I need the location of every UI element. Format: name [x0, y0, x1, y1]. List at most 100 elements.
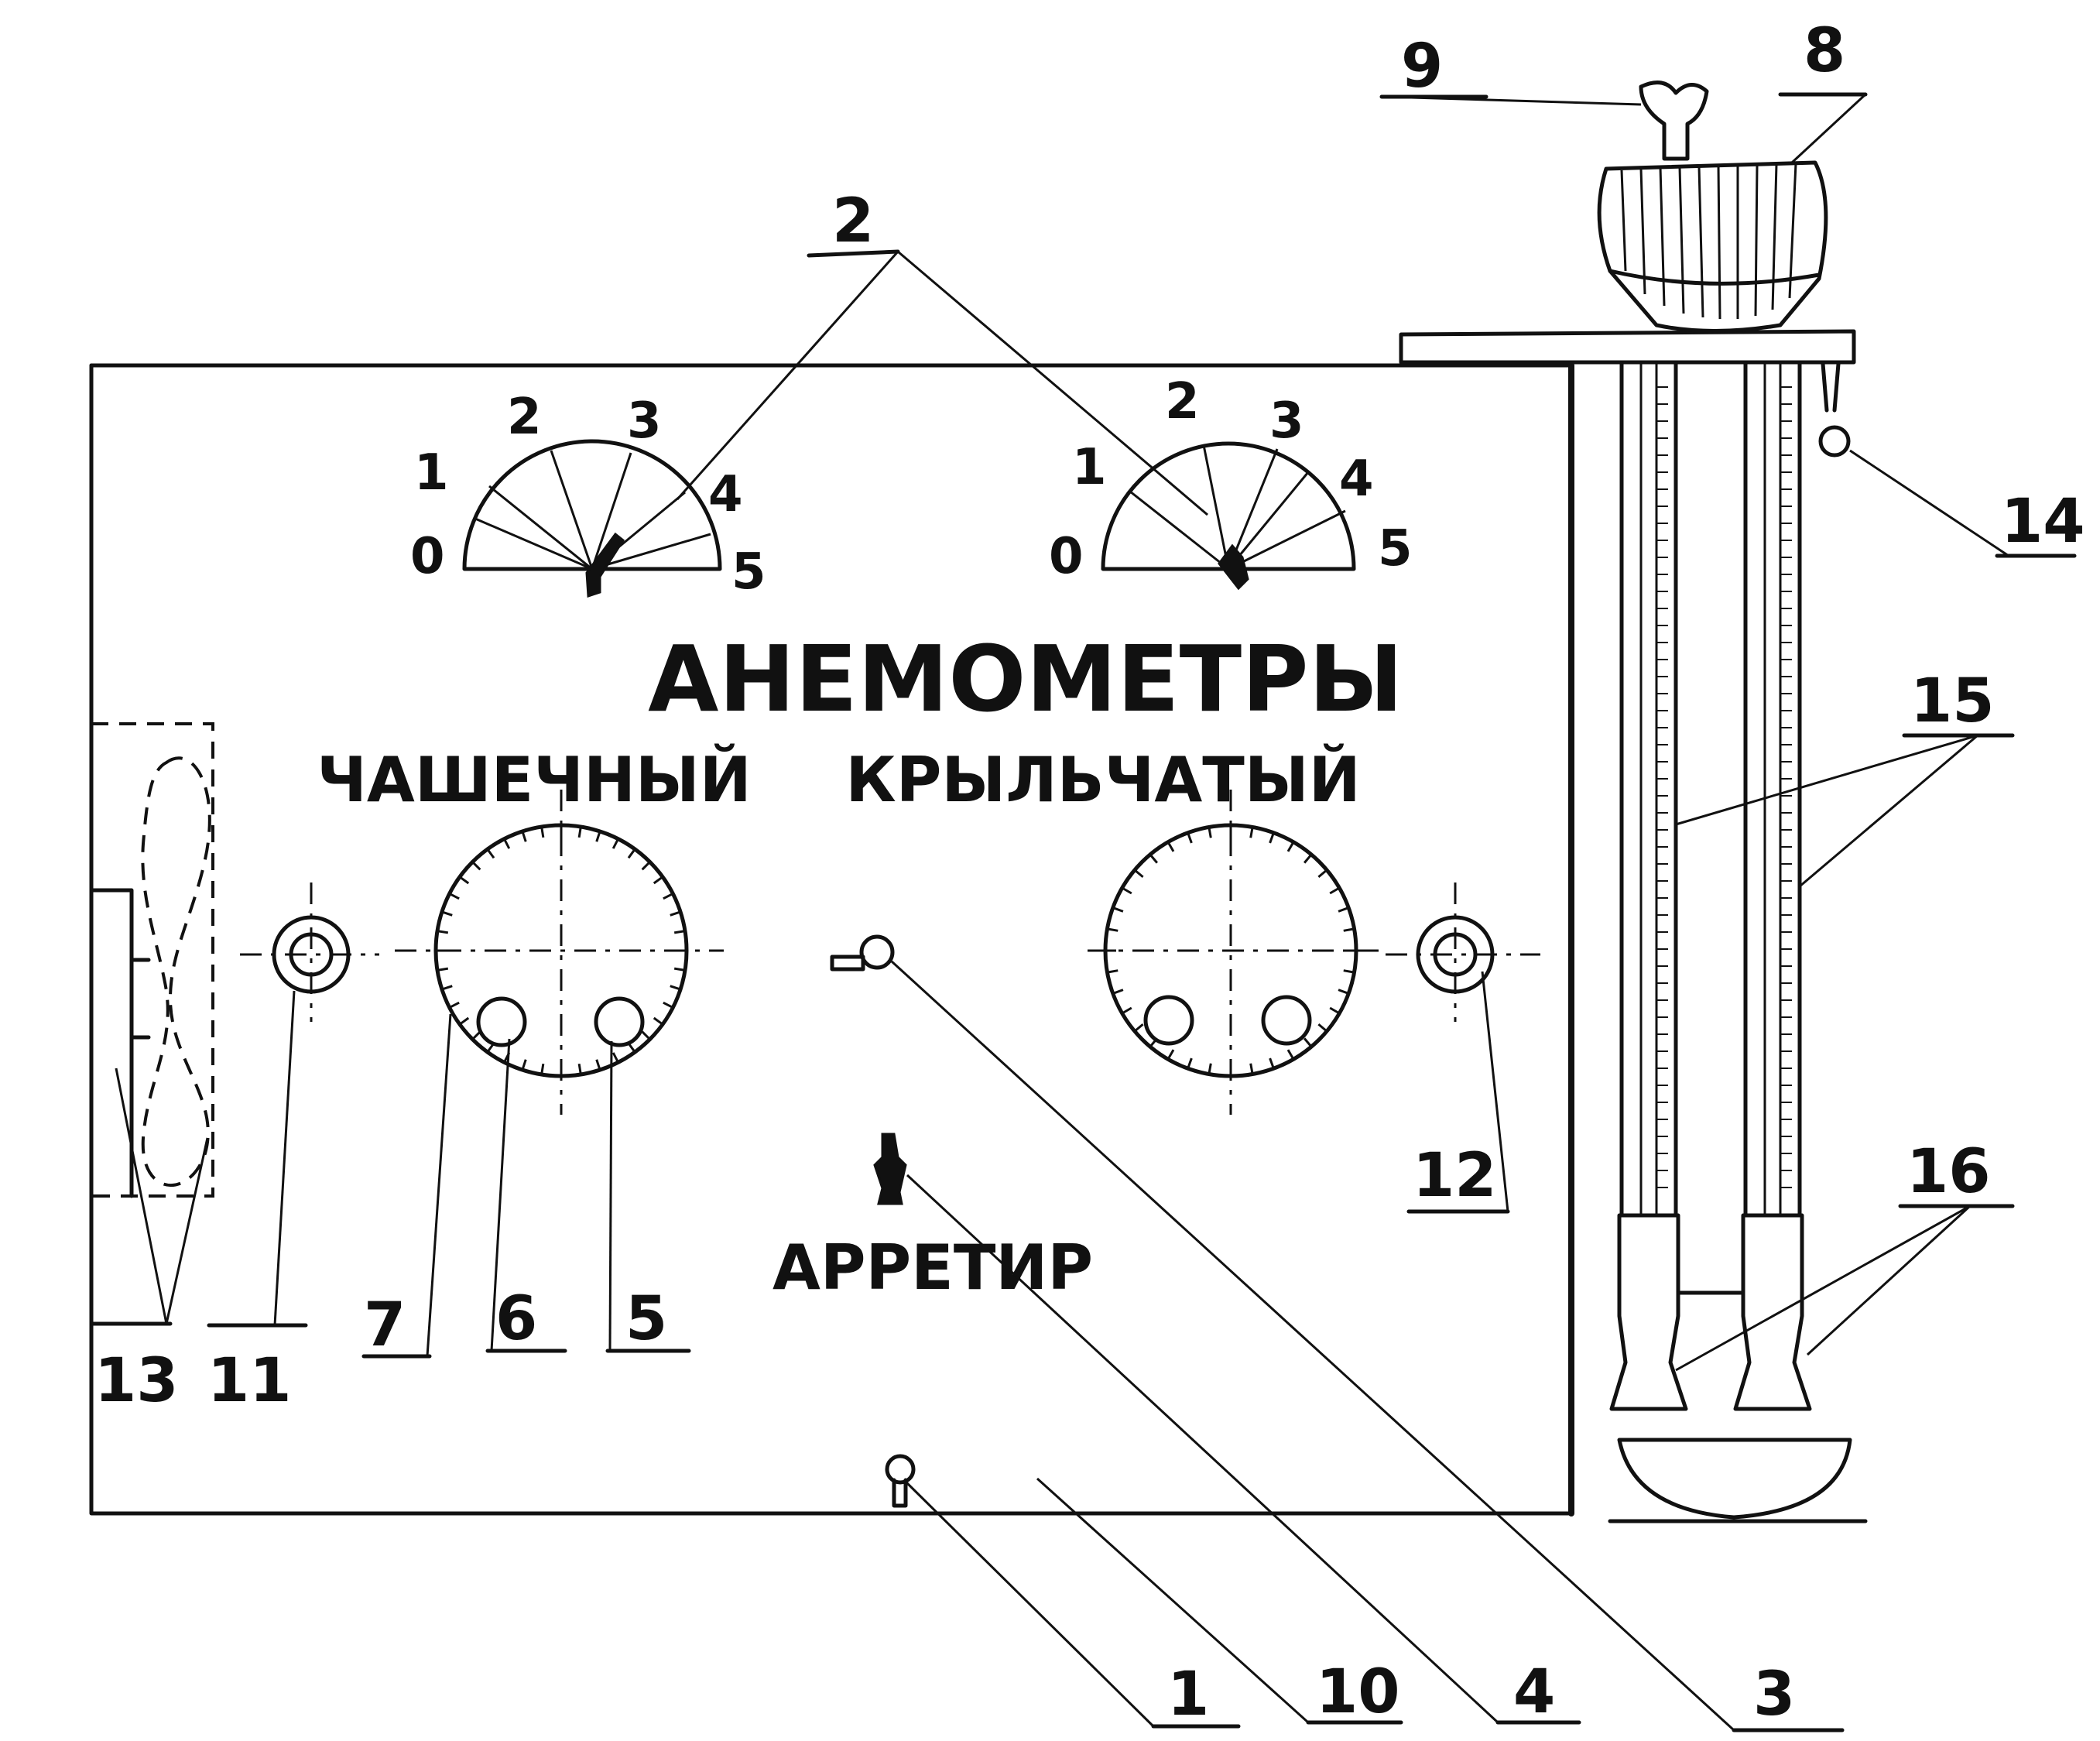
cup-anemometer-face [395, 790, 724, 1115]
right-dial-mark-2: 2 [1165, 373, 1200, 430]
right-dial-mark-5: 5 [1378, 520, 1413, 577]
callout-8: 8 [1804, 16, 1845, 86]
scale-tick [1317, 1023, 1328, 1033]
left-dial-mark-3: 3 [627, 392, 662, 450]
scale-tick [1343, 969, 1355, 974]
scale-tick [503, 838, 511, 849]
scale-tick [1343, 927, 1355, 932]
left-dial-mark-4: 4 [708, 466, 743, 523]
scale-tick [1338, 989, 1349, 995]
callout-4: 4 [1513, 1657, 1555, 1727]
bottom-key [885, 1454, 916, 1508]
cup-anemometer-knob-5 [594, 996, 645, 1047]
cup-anemometer-knob-6 [476, 996, 527, 1047]
scale-tick [612, 1052, 619, 1064]
scale-tick [1329, 886, 1341, 895]
callout-15: 15 [1910, 667, 1995, 736]
scale-tick [1303, 1037, 1313, 1048]
scale-tick [1133, 1023, 1144, 1033]
scale-tick [663, 893, 674, 900]
callout-3: 3 [1753, 1660, 1795, 1729]
callout-6: 6 [495, 1284, 537, 1354]
fan-housing [89, 722, 214, 1198]
left-dial-mark-2: 2 [507, 389, 542, 446]
callout-7: 7 [364, 1290, 406, 1360]
panel-body [89, 362, 1574, 1517]
scale-tick [540, 826, 545, 838]
scale-tick [577, 1063, 582, 1075]
right-thermometer-scale [1781, 386, 1792, 1188]
scale-tick [1133, 869, 1144, 879]
callout-9: 9 [1401, 32, 1443, 101]
callout-12: 12 [1413, 1141, 1497, 1211]
callout-13: 13 [94, 1346, 179, 1416]
callout-5: 5 [625, 1284, 667, 1354]
scale-tick [1121, 1006, 1132, 1015]
left-dial-mark-5: 5 [731, 543, 766, 601]
right-dial: 0 1 2 3 4 5 [1049, 373, 1413, 591]
left-dial: 0 1 2 3 4 5 [410, 389, 766, 601]
scale-tick [1286, 1049, 1295, 1061]
vane-anemometer-face [1088, 790, 1386, 1115]
scale-tick [1187, 1057, 1193, 1069]
left-dial-mark-1: 1 [414, 444, 449, 502]
scale-tick [486, 848, 495, 859]
scale-tick [1329, 1006, 1341, 1015]
vane-anemometer-knob-left [1143, 995, 1194, 1046]
left-thermometer-scale [1657, 386, 1668, 1188]
right-dial-mark-4: 4 [1339, 451, 1374, 508]
vane-anemometer-label: КРЫЛЬЧАТЫЙ [845, 743, 1360, 816]
vane-anemometer-scale-ticks [1105, 825, 1356, 1076]
scale-tick [612, 838, 619, 849]
scale-tick [627, 848, 636, 859]
scale-tick [1208, 1063, 1212, 1074]
scale-tick [437, 930, 449, 934]
scale-tick [670, 910, 681, 917]
scale-tick [1303, 853, 1313, 864]
scale-tick [1187, 832, 1193, 844]
scale-tick [1112, 989, 1124, 995]
diagram-title: АНЕМОМЕТРЫ [648, 625, 1403, 732]
leader-lines [89, 92, 2077, 1732]
scale-tick [1107, 927, 1119, 932]
scale-tick [670, 985, 681, 991]
scale-tick [521, 831, 527, 842]
scale-tick [521, 1059, 527, 1071]
right-dial-mark-3: 3 [1269, 392, 1304, 450]
right-dial-mark-1: 1 [1072, 439, 1107, 496]
scale-tick [595, 1059, 601, 1071]
scale-tick [653, 876, 663, 885]
vane-anemometer-knob-right [1261, 995, 1312, 1046]
scale-tick [1338, 906, 1349, 913]
psychrometer [1399, 81, 1868, 1523]
scale-tick [459, 1016, 470, 1026]
scale-tick [1166, 1049, 1175, 1061]
callout-1: 1 [1167, 1660, 1209, 1729]
scale-tick [641, 1030, 651, 1040]
scale-tick [471, 861, 481, 871]
callout-14: 14 [2001, 487, 2085, 557]
scale-tick [540, 1063, 545, 1075]
scale-tick [577, 826, 582, 838]
arrest-lever [873, 1133, 907, 1205]
scale-tick [1121, 886, 1132, 895]
scale-tick [1249, 1063, 1254, 1074]
scale-tick [1286, 841, 1295, 852]
callout-2: 2 [832, 187, 874, 256]
arrest-label: АРРЕТИР [773, 1232, 1093, 1304]
left-dial-mark-0: 0 [410, 528, 445, 585]
scale-tick [1149, 853, 1159, 864]
scale-tick [1269, 1057, 1275, 1069]
cup-anemometer-label: ЧАШЕЧНЫЙ [317, 743, 751, 816]
callout-11: 11 [207, 1346, 292, 1416]
scale-tick [1112, 906, 1124, 913]
socket-11 [240, 882, 379, 1022]
scale-tick [1269, 832, 1275, 844]
scale-tick [641, 861, 651, 871]
scale-tick [595, 831, 601, 842]
scale-tick [673, 967, 686, 972]
scale-tick [471, 1030, 481, 1040]
scale-tick [448, 1001, 460, 1009]
scale-tick [1107, 969, 1119, 974]
